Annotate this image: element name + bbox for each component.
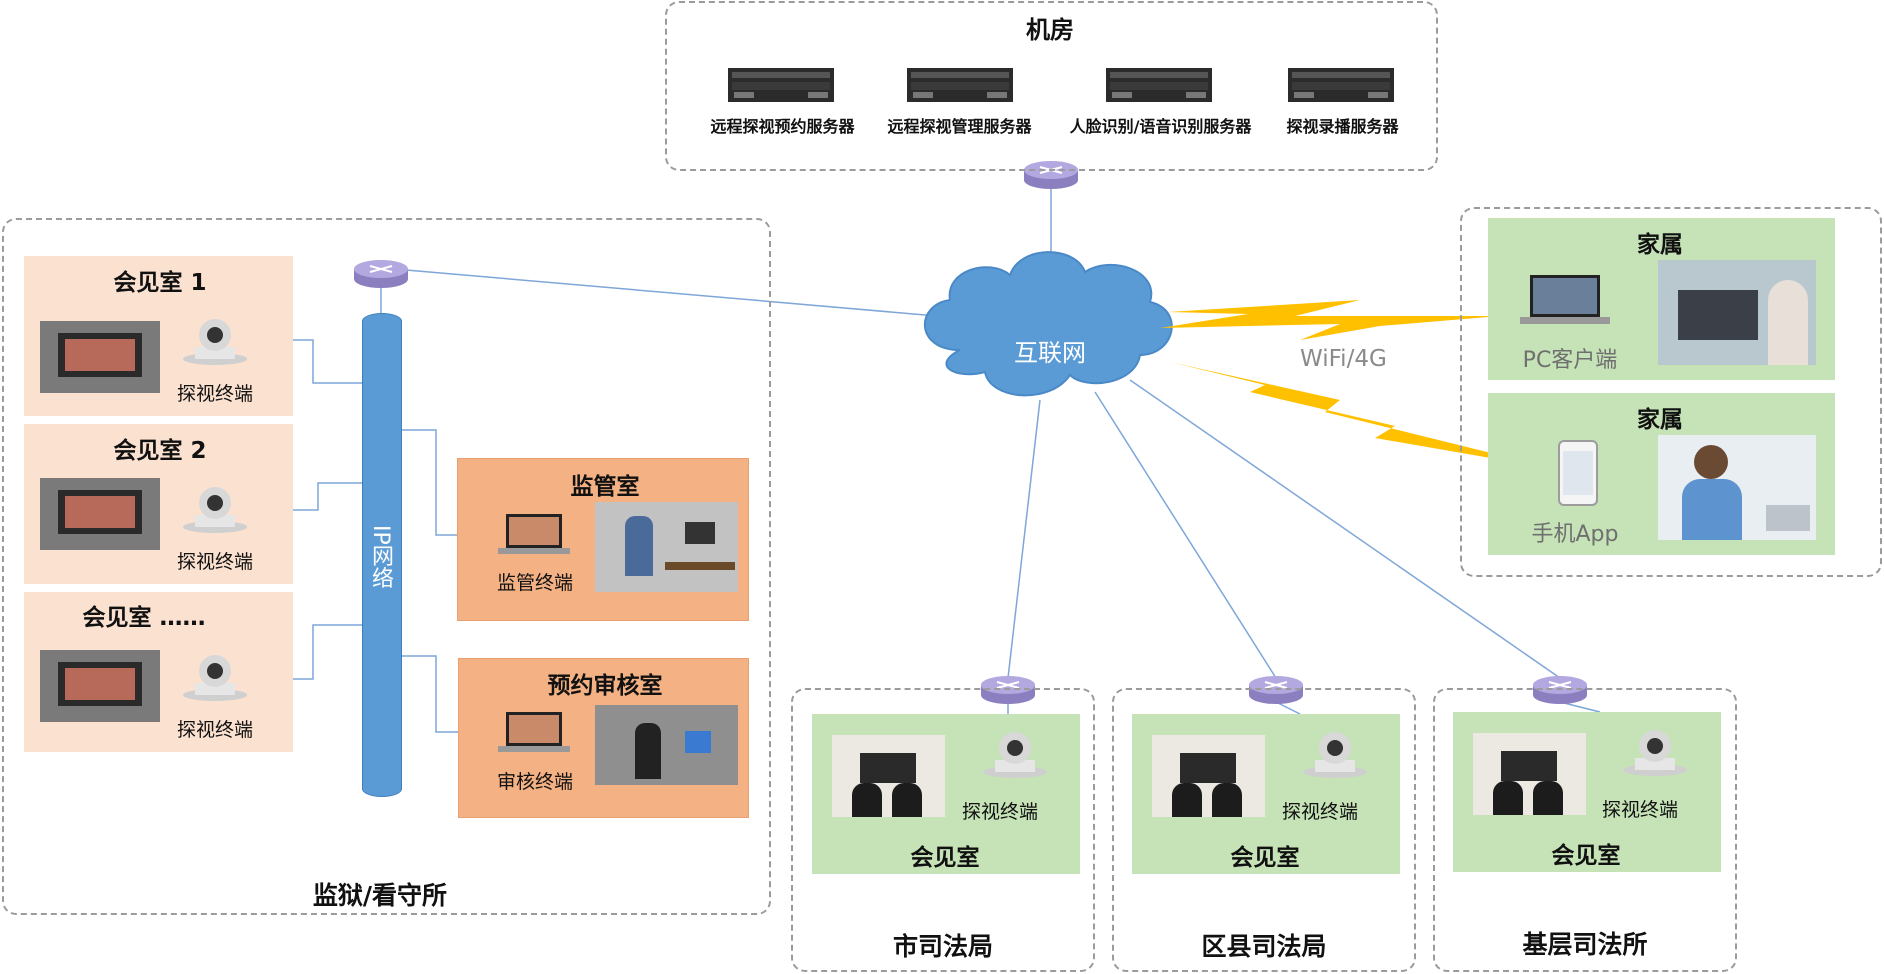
link-county-justice — [1094, 391, 1277, 679]
justice-room-title: 会见室 — [1551, 843, 1621, 869]
justice-room-title: 会见室 — [1230, 845, 1300, 871]
link-county-router-room — [1275, 701, 1301, 715]
internet-label: 互联网 — [1014, 339, 1086, 367]
wireless-label: WiFi/4G — [1300, 346, 1387, 372]
prison-title: 监狱/看守所 — [312, 881, 448, 910]
smartphone-icon — [1558, 440, 1598, 506]
terminal-label: 探视终端 — [1601, 799, 1678, 821]
supervision-photo — [595, 502, 738, 592]
terminal-label: 探视终端 — [961, 801, 1038, 823]
terminal-label: 探视终端 — [176, 719, 253, 741]
link-prison — [405, 269, 961, 319]
meeting-room-title: 会见室 1 — [113, 270, 207, 296]
meeting-room-title: 会见室 …… — [82, 605, 206, 631]
video-wall-photo — [40, 478, 160, 550]
mobile-app-label: 手机App — [1531, 522, 1619, 547]
machine-room-title: 机房 — [1026, 16, 1074, 44]
supervision-terminal-label: 监管终端 — [496, 572, 573, 594]
link-city-justice — [1007, 399, 1041, 679]
lightning-bolt-pc — [1160, 300, 1500, 340]
video-wall-photo — [40, 650, 160, 722]
server-icon — [728, 64, 834, 104]
ip-network-label: IP网络 — [368, 525, 393, 589]
prison-box — [2, 218, 771, 915]
server-label: 人脸识别/语音识别服务器 — [1069, 117, 1252, 136]
justice-room-photo — [1473, 733, 1586, 815]
camera-icon — [180, 317, 250, 367]
camera-icon — [180, 653, 250, 703]
server-icon — [1106, 64, 1212, 104]
review-photo — [595, 705, 738, 785]
family-photo-phone — [1658, 435, 1816, 540]
justice-title: 基层司法所 — [1522, 930, 1648, 959]
server-icon — [1288, 64, 1394, 104]
meeting-room-title: 会见室 2 — [113, 438, 207, 464]
server-label: 远程探视预约服务器 — [710, 117, 855, 136]
base-justice-box — [1433, 688, 1737, 972]
video-wall-photo — [40, 321, 160, 393]
review-terminal-label: 审核终端 — [496, 771, 573, 793]
ip-network-bar — [362, 313, 402, 797]
justice-title: 市司法局 — [892, 932, 993, 961]
camera-icon — [1620, 728, 1690, 778]
machine-room-box — [665, 1, 1438, 171]
laptop-icon — [498, 512, 570, 558]
review-room-title: 预约审核室 — [547, 673, 663, 699]
county-justice-box — [1112, 688, 1416, 972]
family-photo-pc — [1658, 260, 1816, 365]
camera-icon — [1300, 730, 1370, 780]
terminal-label: 探视终端 — [176, 383, 253, 405]
family-title: 家属 — [1637, 407, 1683, 433]
justice-title: 区县司法局 — [1201, 932, 1327, 961]
pc-client-label: PC客户端 — [1522, 348, 1618, 373]
camera-icon — [180, 485, 250, 535]
camera-icon — [980, 730, 1050, 780]
family-box — [1460, 207, 1882, 577]
internet-cloud — [924, 251, 1173, 397]
server-icon — [907, 64, 1013, 104]
server-label: 探视录播服务器 — [1286, 117, 1399, 136]
family-title: 家属 — [1637, 232, 1683, 258]
terminal-label: 探视终端 — [1281, 801, 1358, 823]
router-prison — [354, 260, 408, 288]
laptop-icon — [1520, 273, 1610, 329]
laptop-icon — [498, 710, 570, 756]
justice-room-photo — [832, 735, 945, 817]
supervision-room-title: 监管室 — [570, 474, 640, 500]
link-base-justice — [1129, 379, 1561, 679]
justice-room-title: 会见室 — [910, 845, 980, 871]
terminal-label: 探视终端 — [176, 551, 253, 573]
justice-room-photo — [1152, 735, 1265, 817]
city-justice-box — [791, 688, 1095, 972]
lightning-bolt-phone — [1170, 362, 1560, 470]
server-label: 远程探视管理服务器 — [887, 117, 1032, 136]
